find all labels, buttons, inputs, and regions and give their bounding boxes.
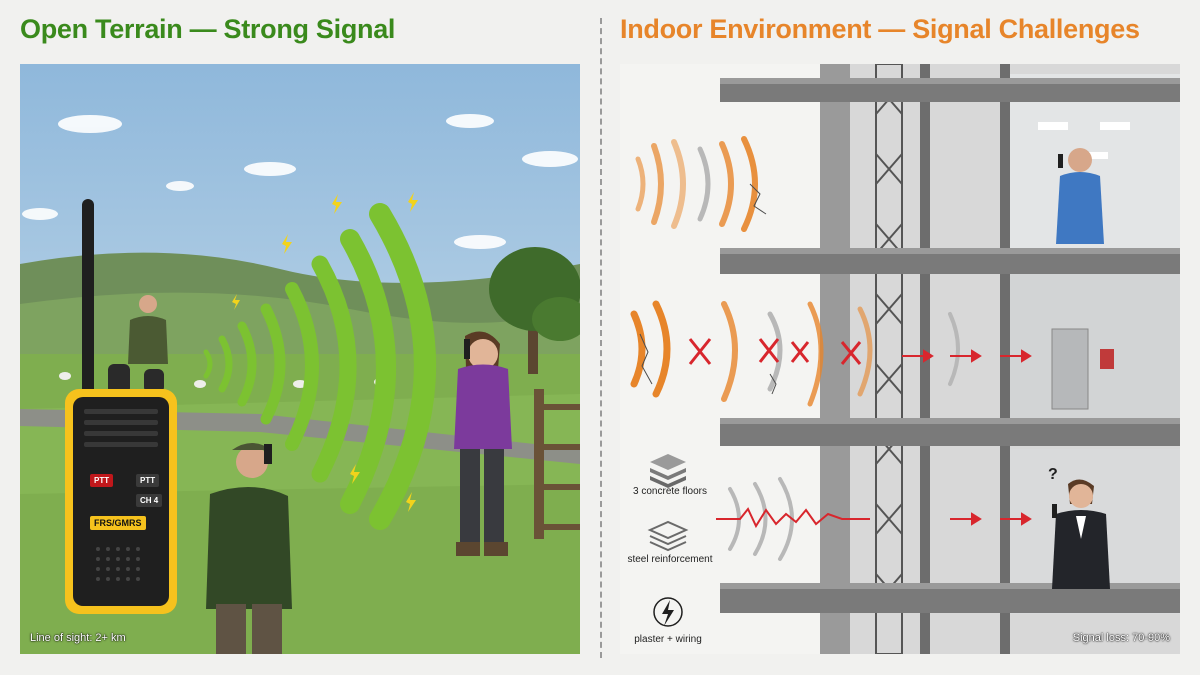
distant-person	[128, 295, 168, 364]
panel-divider	[600, 18, 602, 658]
radio-top-grille	[84, 409, 158, 447]
line-of-sight-caption: Line of sight: 2+ km	[30, 632, 126, 644]
lightning-icon	[653, 597, 683, 627]
walkie-talkie	[65, 199, 177, 614]
steel-grid-icon	[647, 520, 689, 552]
confused-woman	[1052, 479, 1110, 589]
radio-channel-label: CH 4	[136, 494, 163, 507]
open-terrain-scene	[20, 64, 580, 654]
open-terrain-illustration: PTT PTT CH 4 FRS/GMRS Line of sight: 2+ …	[20, 64, 580, 654]
woman-with-radio	[454, 331, 512, 556]
radio-ptt-button-left: PTT	[90, 474, 114, 487]
concrete-stack-icon	[650, 454, 686, 488]
radio-knob-left	[108, 364, 130, 394]
weak-signal-waves-middle	[630, 300, 873, 407]
radio-model-label: FRS/GMRS	[90, 516, 146, 530]
office-room-middle	[1010, 274, 1180, 424]
clouds	[22, 114, 578, 249]
tree	[489, 247, 580, 374]
left-panel-title: Open Terrain — Strong Signal	[20, 14, 396, 44]
legend-plaster-wiring: plaster + wiring	[634, 634, 702, 645]
legend-concrete-floors: 3 concrete floors	[633, 486, 707, 497]
radio-speaker-grille	[96, 547, 140, 581]
wall-cracks	[639, 183, 777, 395]
office-door	[1051, 328, 1089, 410]
radio-antenna	[82, 199, 94, 409]
indoor-building-scene	[620, 64, 1180, 654]
ceiling-lights	[1038, 122, 1130, 159]
slab-tops	[720, 78, 1180, 589]
indoor-environment-illustration: 3 concrete floors steel reinforcement pl…	[620, 64, 1180, 654]
strong-signal-waves	[203, 203, 436, 530]
question-mark: ?	[1048, 466, 1058, 483]
legend-icons	[647, 454, 689, 627]
energy-sparks	[232, 192, 418, 512]
radio-knob-right	[144, 369, 164, 393]
radio-ptt-button-right: PTT	[136, 474, 160, 487]
attenuated-signal-path	[716, 507, 870, 529]
signal-loss-caption: Signal loss: 70-90%	[1072, 632, 1170, 644]
man-with-radio	[206, 443, 292, 654]
blocked-signal-marks	[688, 338, 862, 365]
signal-arrows	[902, 349, 1032, 526]
concrete-slabs	[720, 84, 1180, 613]
wooden-gate	[534, 389, 580, 539]
man-in-office	[1056, 148, 1104, 244]
radio-body	[73, 397, 169, 606]
steel-column-2	[1000, 64, 1010, 654]
fire-alarm-box	[1100, 349, 1114, 369]
right-panel-title: Indoor Environment — Signal Challenges	[620, 14, 1140, 44]
legend-steel-reinforcement: steel reinforcement	[627, 554, 713, 565]
weak-signal-waves-top	[635, 136, 758, 232]
